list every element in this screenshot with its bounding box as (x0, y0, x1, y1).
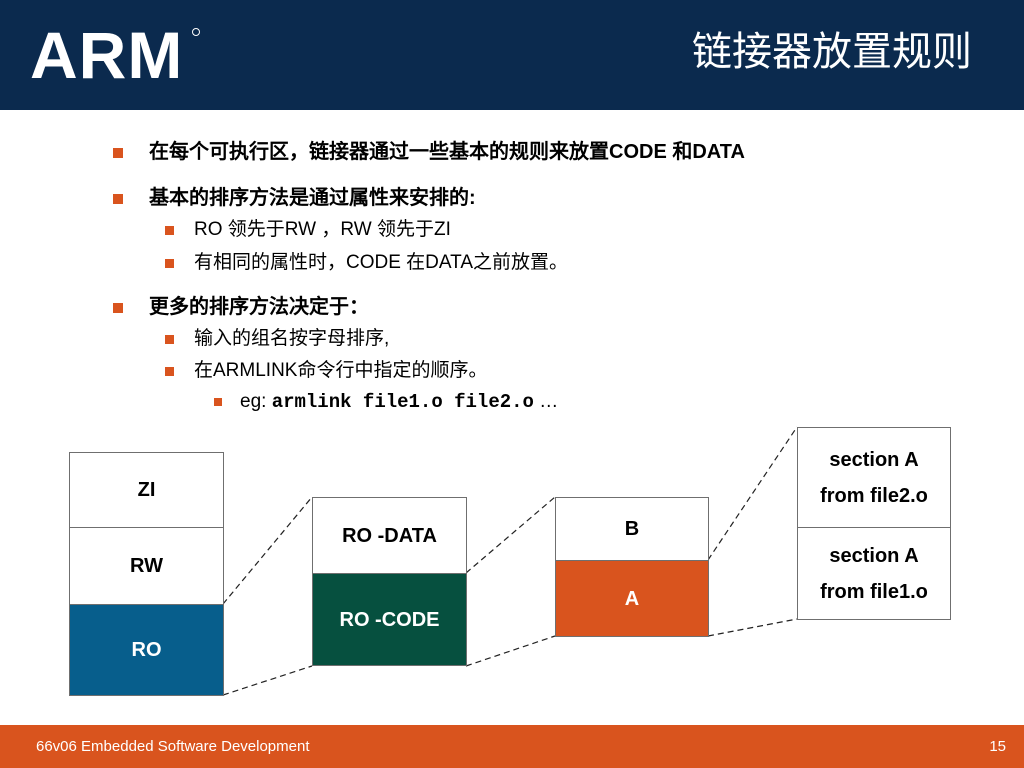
square-bullet-icon (165, 226, 174, 235)
block-a-label: A (624, 587, 640, 610)
arm-logo: ARM (30, 18, 184, 92)
bullet-1: 在每个可执行区，链接器通过一些基本的规则来放置CODE 和DATA (113, 140, 745, 164)
bullet-1-text: 在每个可执行区，链接器通过一些基本的规则来放置CODE 和DATA (149, 141, 745, 163)
block-zi-label: ZI (137, 479, 156, 501)
square-bullet-icon (214, 398, 222, 406)
block-a: A (555, 560, 709, 637)
example-prefix: eg: (240, 391, 272, 412)
block-ro: RO (69, 604, 224, 696)
block-ro-data: RO -DATA (312, 497, 467, 574)
square-bullet-icon (165, 259, 174, 268)
bullet-2-sub-2-text: 有相同的属性时，CODE 在DATA之前放置。 (194, 252, 569, 273)
connector-a-top (707, 426, 798, 561)
square-bullet-icon (165, 335, 174, 344)
connector-ro-top (222, 496, 313, 605)
connector-a-bottom (707, 618, 798, 637)
bullet-2-sub-1: RO 领先于RW ，RW 领先于ZI (165, 219, 451, 242)
bullet-3-sub-1: 输入的组名按字母排序, (165, 328, 390, 351)
square-bullet-icon (113, 148, 123, 158)
bullet-3-sub-2-example: eg: armlink file1.o file2.o … (214, 391, 559, 414)
block-zi: ZI (69, 452, 224, 528)
connector-ro-bottom (222, 665, 313, 696)
block-ro-code-label: RO -CODE (339, 608, 440, 631)
block-b: B (555, 497, 709, 561)
connector-rocode-bottom (465, 635, 556, 667)
block-ro-label: RO (131, 639, 162, 661)
block-section-a-file1: section A from file1.o (797, 527, 951, 620)
bullet-3-text: 更多的排序方法决定于： (149, 296, 369, 318)
block-ro-code: RO -CODE (312, 573, 467, 666)
example-suffix: … (533, 391, 559, 412)
bullet-3-sub-2: 在ARMLINK命令行中指定的顺序。 (165, 360, 488, 383)
block-b-label: B (624, 518, 640, 540)
block-rw-label: RW (130, 555, 163, 577)
connector-rocode-top (465, 496, 556, 574)
registered-mark-icon (192, 28, 200, 36)
square-bullet-icon (113, 303, 123, 313)
bullet-2-sub-1-text: RO 领先于RW ，RW 领先于ZI (194, 219, 451, 240)
block-section-a-file2-line1: section A (829, 448, 919, 471)
bullet-3-sub-1-text: 输入的组名按字母排序, (194, 328, 390, 349)
square-bullet-icon (113, 194, 123, 204)
block-ro-data-label: RO -DATA (342, 524, 437, 547)
example-command: armlink file1.o file2.o (271, 391, 534, 413)
bullet-3-sub-2-text: 在ARMLINK命令行中指定的顺序。 (194, 360, 488, 381)
header-bar: ARM 链接器放置规则 (0, 0, 1024, 110)
block-section-a-file2: section A from file2.o (797, 427, 951, 528)
bullet-3: 更多的排序方法决定于： (113, 295, 369, 319)
slide-title: 链接器放置规则 (692, 29, 972, 75)
block-section-a-file1-line2: from file1.o (820, 580, 928, 603)
footer-course-title: 66v06 Embedded Software Development (36, 738, 310, 755)
footer-bar: 66v06 Embedded Software Development 15 (0, 725, 1024, 768)
square-bullet-icon (165, 367, 174, 376)
block-section-a-file1-line1: section A (829, 544, 919, 567)
block-rw: RW (69, 527, 224, 605)
footer-page-number: 15 (989, 738, 1006, 755)
bullet-2: 基本的排序方法是通过属性来安排的: (113, 186, 476, 210)
bullet-2-text: 基本的排序方法是通过属性来安排的: (149, 187, 476, 209)
bullet-2-sub-2: 有相同的属性时，CODE 在DATA之前放置。 (165, 252, 569, 275)
block-section-a-file2-line2: from file2.o (820, 484, 928, 507)
